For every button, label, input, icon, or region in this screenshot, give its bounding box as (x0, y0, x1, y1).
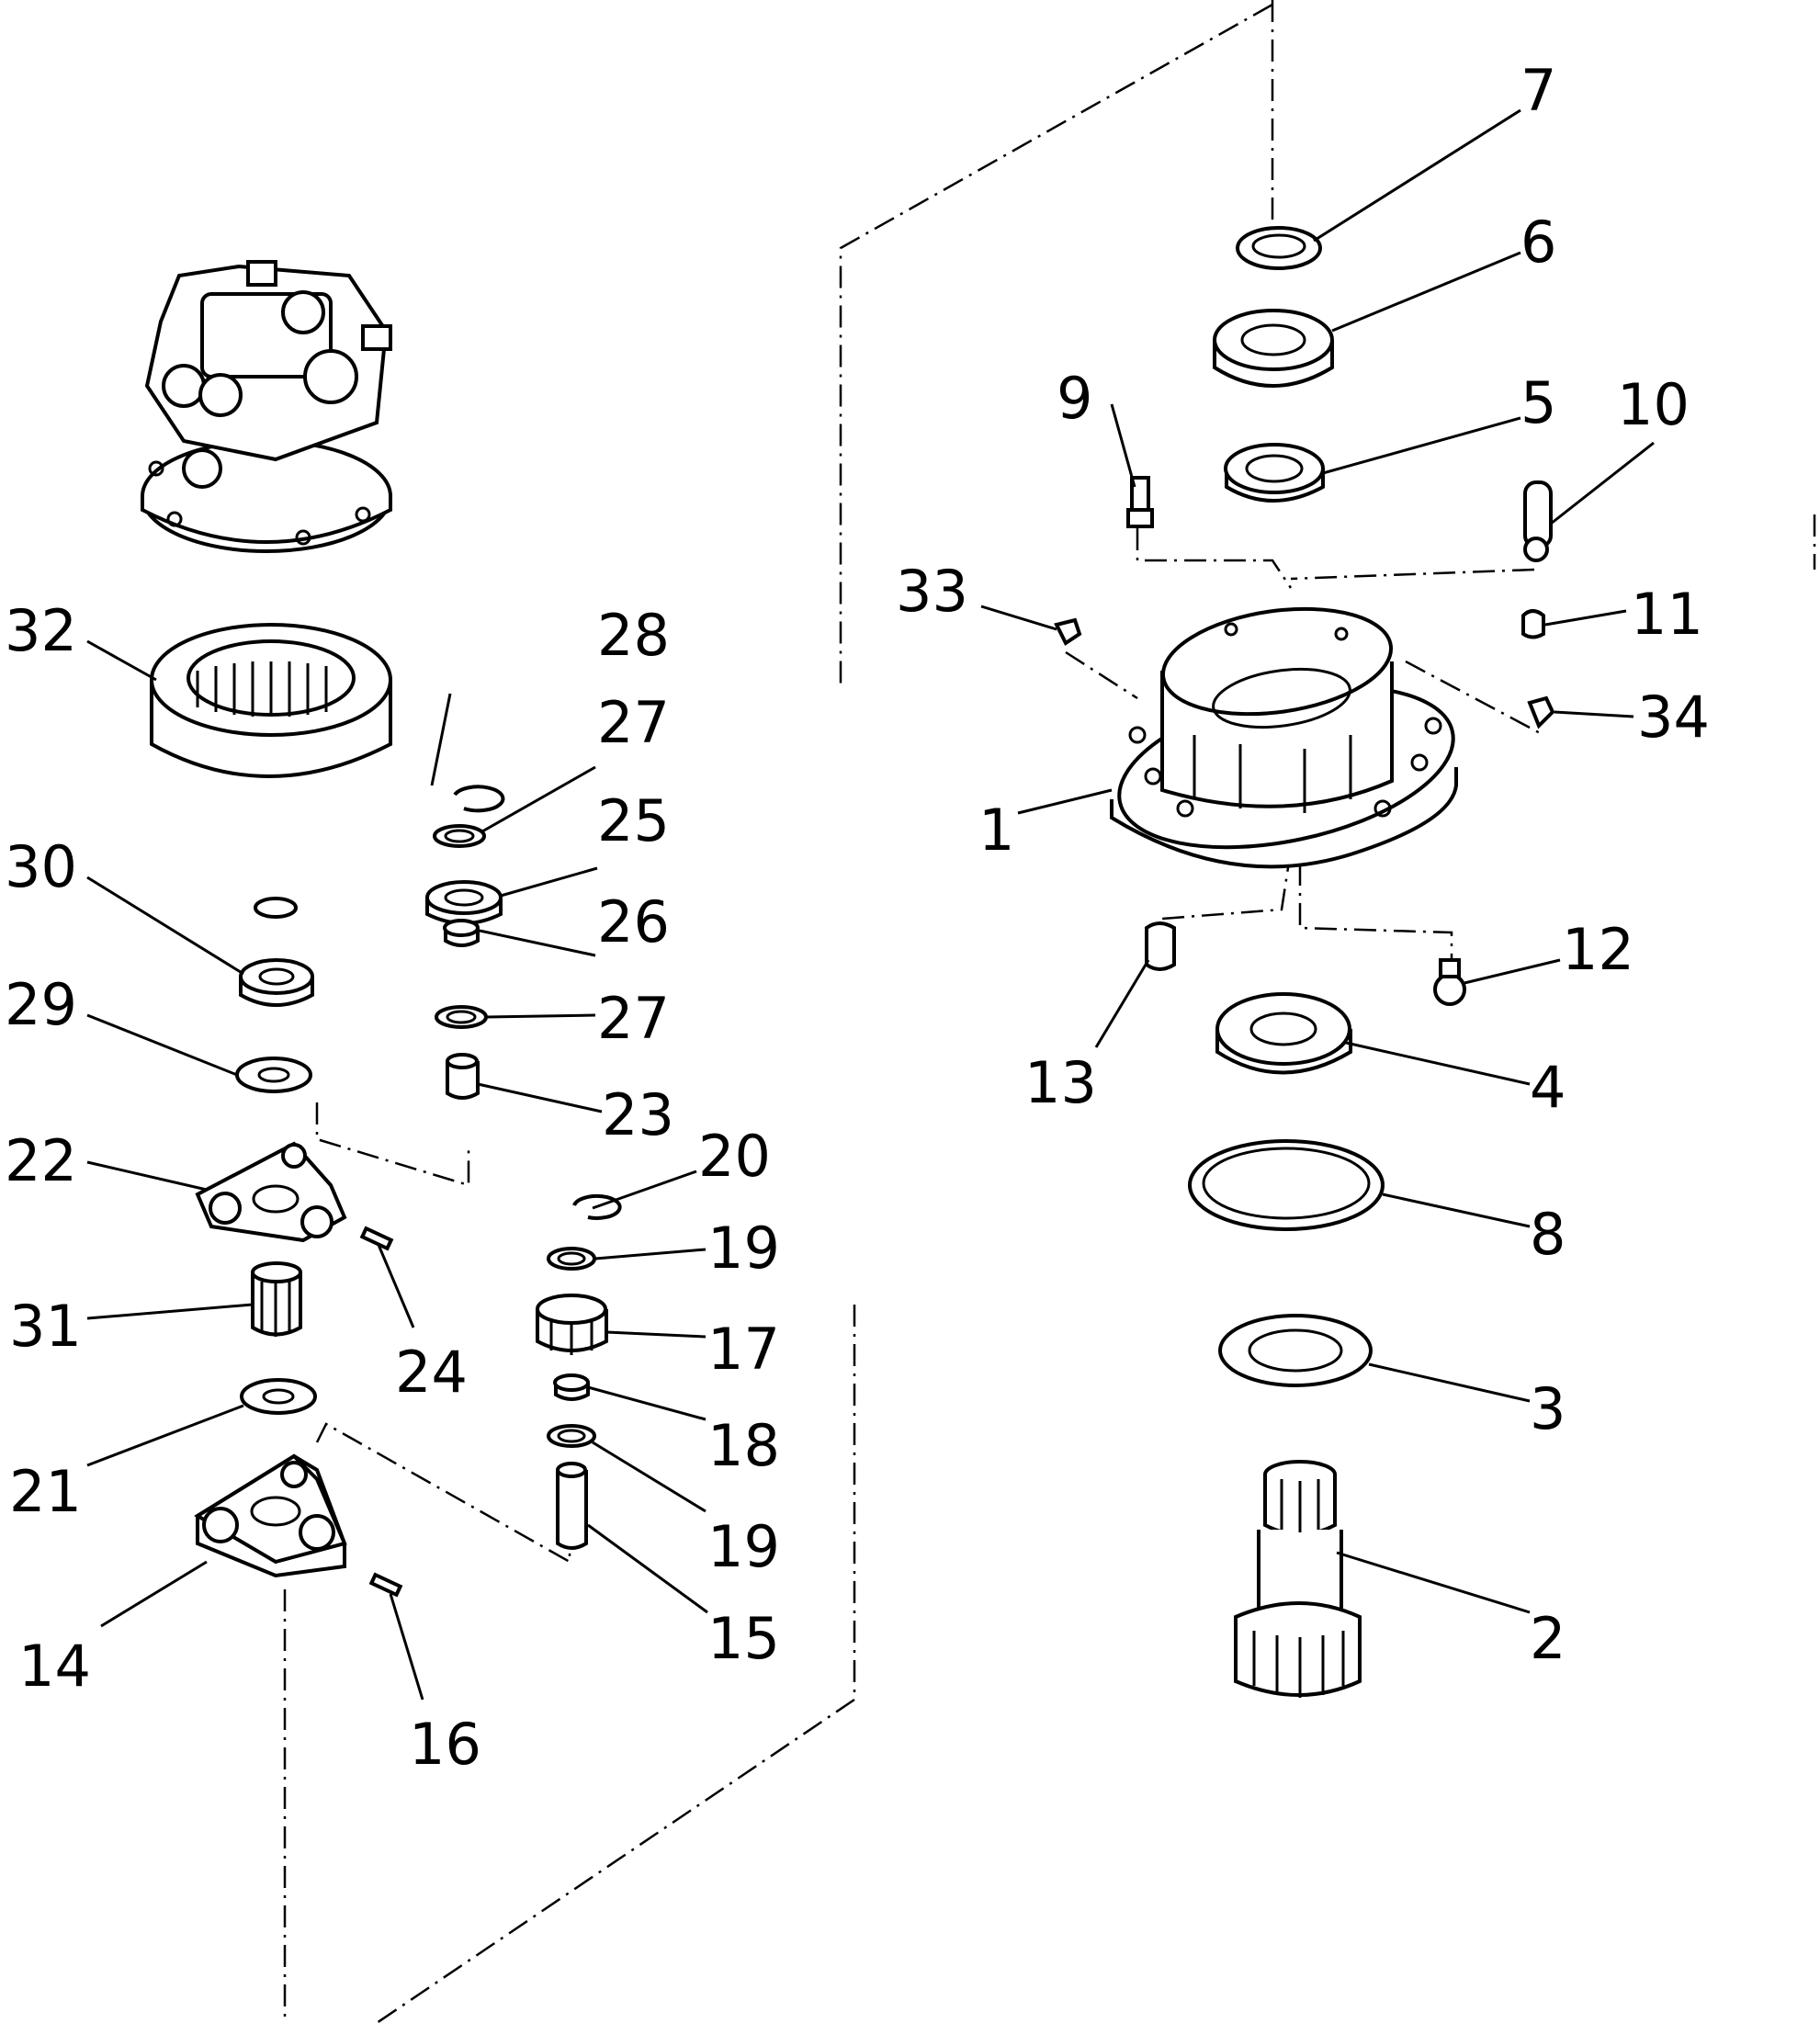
part-12-plug (1433, 958, 1466, 1006)
part-24-pin (359, 1226, 394, 1251)
assembly-lines (283, 0, 1816, 2023)
part-34-plug (1527, 695, 1555, 729)
label-part-4: 4 (1530, 1054, 1566, 1121)
part-15-shaft (556, 1462, 588, 1550)
label-part-3: 3 (1530, 1375, 1566, 1442)
part-10-breather (1523, 480, 1553, 562)
label-part-27-upper: 27 (597, 689, 670, 756)
label-part-19-lower: 19 (707, 1513, 780, 1580)
label-part-13: 13 (1024, 1049, 1097, 1116)
part-6-bearing (1213, 309, 1334, 388)
part-19-washer-lower (547, 1424, 596, 1448)
part-22-planet-carrier (195, 1141, 347, 1243)
label-part-1: 1 (978, 797, 1014, 864)
part-27-washer-upper (433, 824, 486, 848)
part-2-pinion-shaft (1234, 1460, 1362, 1698)
part-5-bearing (1224, 443, 1325, 503)
part-8-ring (1188, 1139, 1385, 1231)
part-31-planet-gear (251, 1261, 302, 1337)
part-13-plug (1145, 921, 1176, 971)
part-11-plug (1521, 609, 1545, 639)
label-part-15: 15 (707, 1605, 780, 1672)
part-23-shaft (446, 1053, 480, 1100)
label-part-20: 20 (698, 1123, 771, 1190)
part-14-planet-carrier (194, 1453, 347, 1578)
part-33-plug (1054, 617, 1082, 646)
part-16-pin (368, 1572, 403, 1598)
part-30-bearing (239, 958, 314, 1007)
label-part-31: 31 (9, 1293, 82, 1360)
label-part-6: 6 (1520, 209, 1556, 276)
leader-lines (86, 108, 1655, 1701)
label-part-27-lower: 27 (597, 985, 670, 1052)
label-part-30: 30 (5, 833, 77, 900)
part-32-ring-gear (150, 623, 392, 778)
part-3-seal (1218, 1314, 1373, 1387)
part-21-thrust-washer (240, 1378, 317, 1415)
label-part-14: 14 (18, 1633, 91, 1700)
label-part-29: 29 (5, 971, 77, 1038)
part-27-washer-lower (435, 1005, 488, 1029)
label-part-11: 11 (1631, 581, 1703, 648)
swing-motor-assembly (141, 260, 392, 553)
label-part-32: 32 (5, 597, 77, 664)
label-part-25: 25 (597, 787, 670, 854)
label-part-34: 34 (1637, 684, 1710, 751)
label-part-5: 5 (1520, 369, 1556, 436)
part-29-thrust-washer (235, 1057, 312, 1093)
part-17-planet-gear (536, 1294, 608, 1355)
label-part-24: 24 (395, 1339, 468, 1406)
label-part-8: 8 (1530, 1201, 1566, 1268)
label-part-33: 33 (896, 558, 968, 625)
label-part-10: 10 (1617, 371, 1690, 438)
label-part-22: 22 (5, 1127, 77, 1194)
part-28-snap-ring (453, 785, 505, 813)
label-part-18: 18 (707, 1412, 780, 1479)
label-part-16: 16 (409, 1711, 481, 1778)
label-part-19-upper: 19 (707, 1215, 780, 1282)
part-9-valve (1126, 476, 1154, 528)
label-part-28: 28 (597, 602, 670, 669)
label-part-21: 21 (9, 1458, 82, 1525)
label-part-26: 26 (597, 888, 670, 955)
part-labels: 7 6 5 10 11 34 9 33 1 12 13 4 8 3 2 28 2… (5, 57, 1710, 1778)
part-7-seal (1236, 226, 1322, 270)
part-4-bearing (1215, 992, 1352, 1075)
label-part-23: 23 (602, 1081, 674, 1148)
label-part-12: 12 (1562, 916, 1634, 983)
label-part-17: 17 (707, 1316, 780, 1383)
label-part-7: 7 (1520, 57, 1556, 124)
part-snap-ring-30-top (254, 897, 298, 919)
part-19-washer-upper (547, 1247, 596, 1271)
part-1-housing (1110, 606, 1458, 869)
part-26-bushing (443, 919, 480, 947)
part-25-bearing (425, 880, 503, 925)
part-18-bushing (553, 1373, 590, 1401)
label-part-2: 2 (1530, 1605, 1566, 1672)
label-part-9: 9 (1057, 365, 1092, 432)
